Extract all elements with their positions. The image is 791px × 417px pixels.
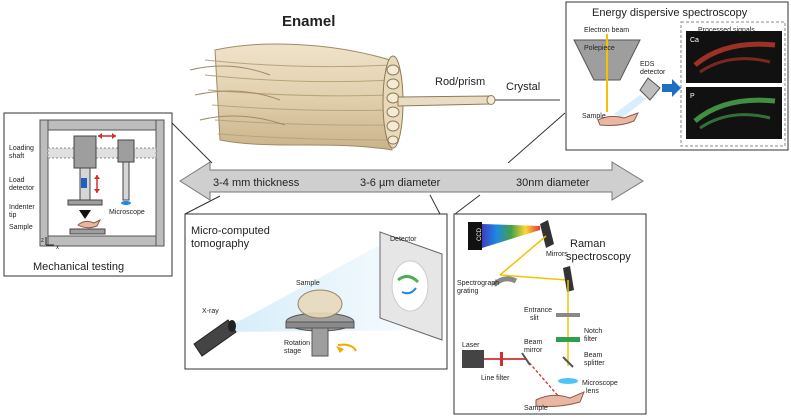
rotation-label-1: Rotation [284,340,310,347]
beam-mirror-label-1: Beam [524,339,542,346]
nano-diameter-label: 30nm diameter [516,177,590,189]
rod-prism-label: Rod/prism [435,76,485,88]
notch-label-1: Notch [584,328,602,335]
raman-title-2: spectroscopy [566,251,631,263]
axis-z-label: z [41,238,44,244]
enamel-rod-bundle [189,43,560,151]
entrance-label-1: Entrance [524,307,552,314]
axis-x-label: x [56,245,59,251]
beam-splitter-label-2: splitter [584,360,605,367]
xray-label: X-ray [202,308,219,315]
ca-label: Ca [690,37,699,44]
polepiece-label: Polepiece [584,45,615,52]
crystal-label: Crystal [506,81,540,93]
loading-shaft-label-2: shaft [9,153,24,160]
entrance-label-2: slit [530,315,539,322]
mechanical-title: Mechanical testing [33,261,124,273]
thickness-label: 3-4 mm thickness [213,177,300,189]
beam-splitter-label-1: Beam [584,352,602,359]
notch-label-2: filter [584,336,598,343]
scale-arrow [179,161,644,201]
raman-apparatus [462,220,585,407]
rotation-label-2: stage [284,348,301,355]
mechanical-apparatus [39,119,165,247]
electron-beam-label: Electron beam [584,27,629,34]
grating-label-2: grating [457,288,479,295]
microscope-label: Microscope [109,209,145,216]
microct-title-2: tomography [191,238,250,250]
ccd-label-1: CCD [477,227,483,241]
enamel-title: Enamel [282,13,335,30]
raman-panel [453,213,647,415]
micro-diameter-label: 3-6 µm diameter [360,177,441,189]
p-label: P [690,93,695,100]
beam-mirror-label-2: mirror [524,347,543,354]
laser-label: Laser [462,342,480,349]
grating-label-1: Spectrograph [457,280,499,287]
eds-apparatus [573,21,786,147]
detector-label: Detector [390,236,417,243]
microscope-lens-label-2: lens [586,388,599,395]
eds-sample-label: Sample [582,113,606,120]
microct-sample-label: Sample [296,280,320,287]
sample-label: Sample [9,224,33,231]
raman-title-1: Raman [570,238,605,250]
line-filter-label: Line filter [481,375,510,382]
load-detector-label-2: detector [9,185,35,192]
connector-lines [171,112,566,215]
microct-apparatus [193,231,443,357]
processed-signals-label: Processed signals [698,27,755,34]
eds-detector-label-2: detector [640,69,666,76]
loading-shaft-label-1: Loading [9,145,34,152]
load-detector-label-1: Load [9,177,25,184]
microct-title-1: Micro-computed [191,225,270,237]
indenter-tip-label-2: tip [9,212,17,219]
mirrors-label: Mirrors [546,251,568,258]
eds-title: Energy dispersive spectroscopy [592,7,748,19]
raman-sample-label: Sample [524,405,548,412]
eds-detector-label-1: EDS [640,61,655,68]
microscope-lens-label-1: Microscope [582,380,618,387]
indenter-tip-label-1: Indenter [9,204,35,211]
